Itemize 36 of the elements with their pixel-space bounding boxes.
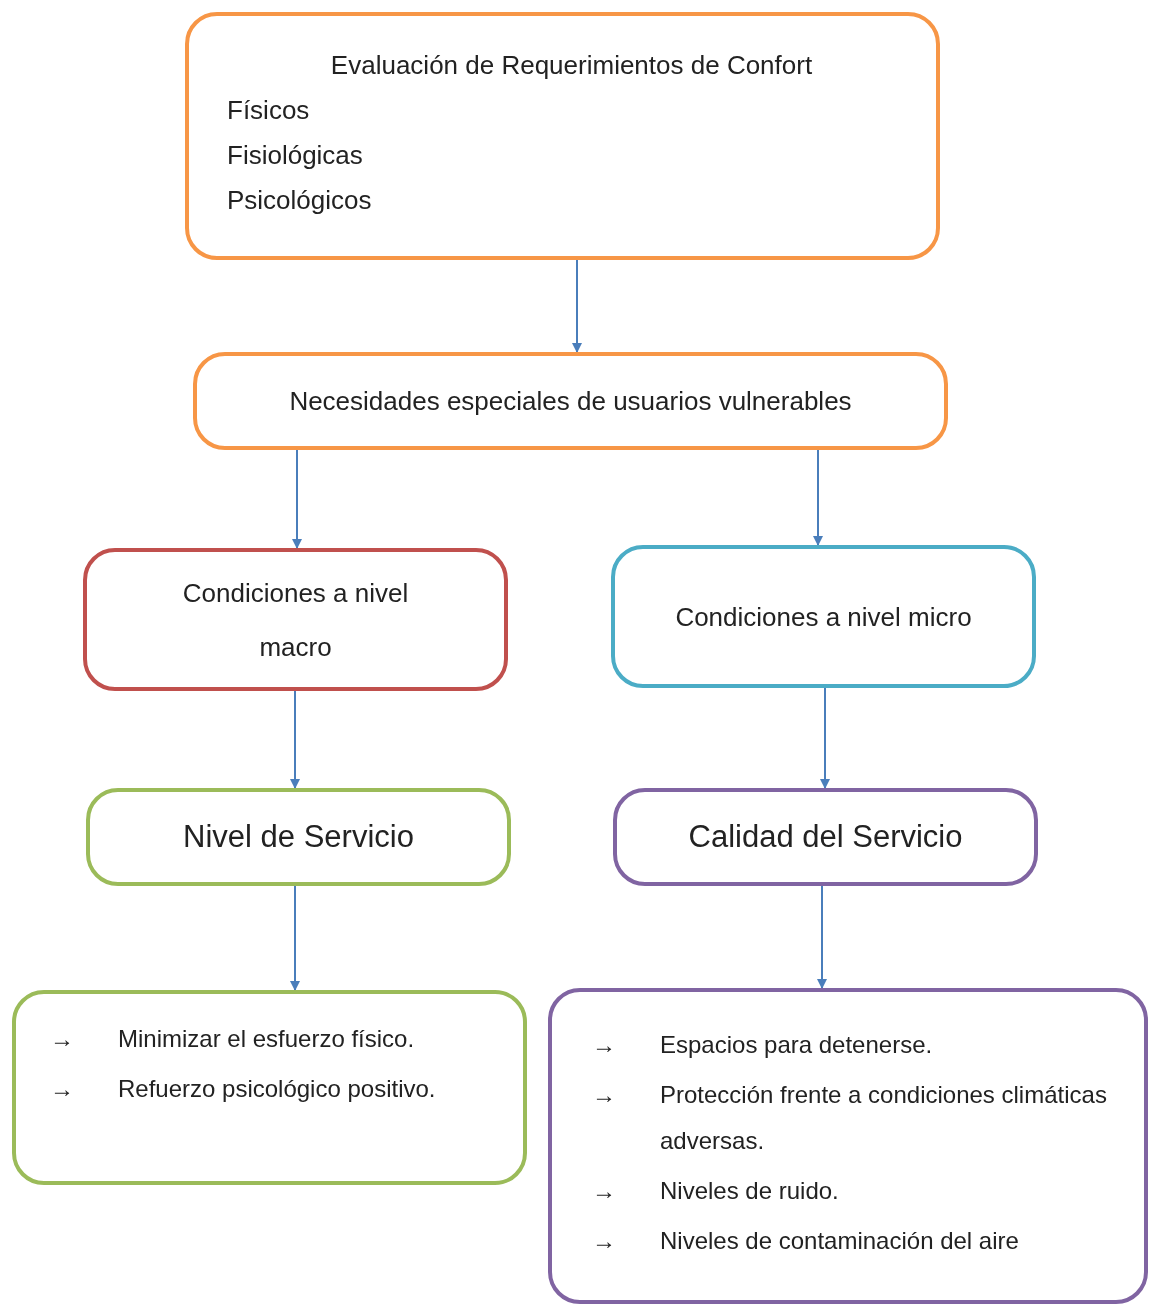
box-label: Condiciones a nivel macro [181, 576, 410, 664]
box-label: Calidad del Servicio [688, 817, 963, 856]
box-label: Condiciones a nivel micro [675, 600, 972, 634]
list-item: Niveles de ruido. [660, 1176, 840, 1206]
list-item: Minimizar el esfuerzo físico. [118, 1024, 416, 1054]
rounded-box [83, 548, 508, 691]
list-item: Fisiológicas [227, 139, 364, 172]
rounded-box [185, 12, 940, 260]
arrow [290, 690, 300, 789]
arrow [820, 687, 830, 789]
box-label: Necesidades especiales de usuarios vulnerables [289, 385, 852, 418]
rounded-box [12, 990, 527, 1185]
arrow-bullet: → [50, 1024, 75, 1054]
list-item: Espacios para detenerse. [660, 1030, 934, 1060]
box-heading: Evaluación de Requerimientos de Confort [330, 49, 814, 82]
arrow-bullet: → [592, 1080, 617, 1110]
list-item: Físicos [227, 94, 311, 127]
box-label: Nivel de Servicio [183, 817, 414, 856]
arrow [290, 885, 300, 991]
rounded-box [611, 545, 1036, 688]
rounded-box [193, 352, 948, 450]
arrow-bullet: → [50, 1074, 75, 1104]
list-item: Refuerzo psicológico positivo. [118, 1074, 437, 1104]
arrow [813, 449, 823, 546]
arrow [292, 449, 302, 549]
list-item: Niveles de contaminación del aire [660, 1226, 1020, 1256]
arrow-bullet: → [592, 1176, 617, 1206]
rounded-box [613, 788, 1038, 886]
list-item: Psicológicos [227, 184, 373, 217]
rounded-box [548, 988, 1148, 1304]
rounded-box [86, 788, 511, 886]
list-item: Protección frente a condiciones climáticas adversas. [660, 1080, 1108, 1156]
arrow-bullet: → [592, 1030, 617, 1060]
arrow-bullet: → [592, 1226, 617, 1256]
arrow [817, 885, 827, 989]
arrow [572, 259, 582, 353]
